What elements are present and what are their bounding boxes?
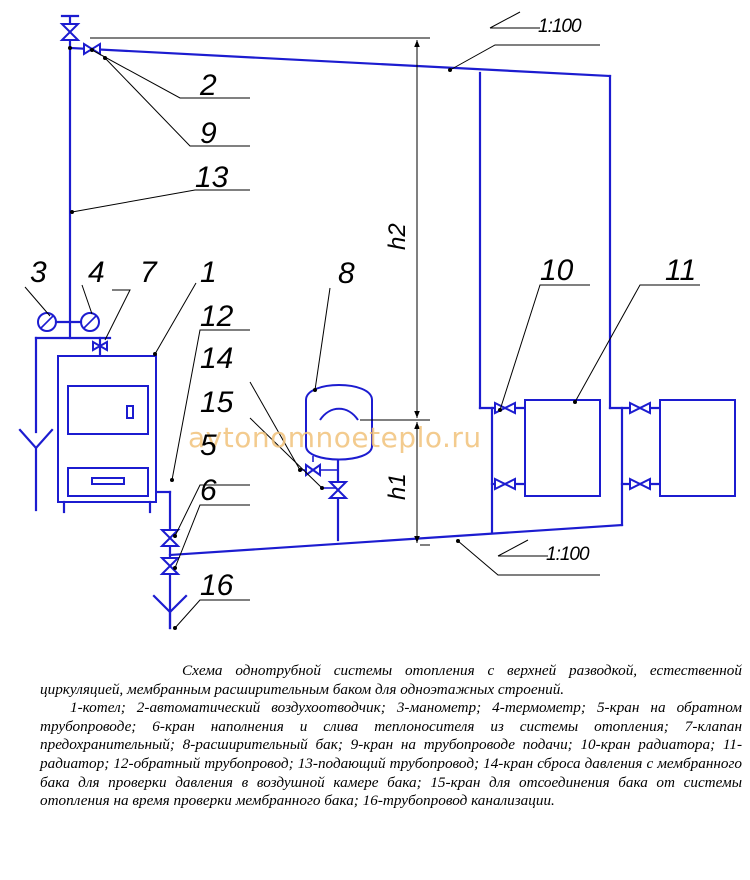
slope-bottom-label: 1:100: [546, 544, 590, 565]
radiator-10: [524, 399, 601, 497]
radiator-valve-bottom-icon: [494, 477, 516, 491]
junction-dots: [68, 46, 577, 630]
gauges: [37, 312, 100, 332]
h2-label: h2: [384, 223, 411, 250]
label-13: 13: [195, 161, 229, 194]
slope-markers: [489, 11, 548, 557]
radiator-valve-top-icon: [494, 401, 516, 415]
radiator-valve-bottom-icon: [629, 477, 651, 491]
label-9: 9: [200, 117, 217, 150]
label-14: 14: [200, 342, 233, 375]
tank-membrane: [319, 407, 359, 421]
pipework: [18, 14, 662, 630]
dimension-lines: [90, 37, 430, 546]
label-16: 16: [200, 569, 234, 602]
return-line-pipe: [168, 523, 624, 557]
boiler-handle: [126, 405, 134, 419]
label-15: 15: [200, 386, 234, 419]
radiator-11: [659, 399, 736, 497]
leader-lines: [24, 44, 700, 629]
air-vent-icon: [60, 14, 80, 26]
caption-legend: 1-котел; 2-автоматический воздухоотводчи…: [40, 699, 742, 810]
expansion-tank: [305, 384, 373, 461]
label-5: 5: [200, 429, 217, 462]
h1-label: h1: [384, 473, 411, 500]
caption-title: Схема однотрубной системы отопления с ве…: [40, 662, 742, 698]
label-6: 6: [200, 474, 217, 507]
slope-top-label: 1:100: [538, 16, 582, 37]
boiler-door: [67, 385, 149, 435]
watermark: avtonomnoeteplo.ru: [188, 421, 482, 454]
label-10: 10: [540, 254, 574, 287]
label-1: 1: [200, 256, 217, 289]
label-7: 7: [140, 256, 158, 289]
boiler: [57, 355, 157, 514]
boiler-ash-handle: [91, 477, 125, 485]
safety-valve-icon: [92, 340, 108, 352]
return-valve-icon: [159, 529, 181, 547]
supply-line-pipe: [68, 46, 612, 78]
label-8: 8: [338, 257, 355, 290]
label-11: 11: [665, 254, 696, 287]
valves: [59, 23, 651, 575]
pressure-release-valve-icon: [305, 463, 321, 477]
component-labels: 2 9 13 3 4 7 1 12 14 15 5 6 16 8 10 11 1…: [30, 16, 696, 602]
radiator-valve-top-icon: [629, 401, 651, 415]
label-12: 12: [200, 300, 234, 333]
heating-system-diagram: avtonomnoeteplo.ru 2 9 13 3 4 7 1 12 14 …: [18, 11, 736, 630]
diagram-caption: Схема однотрубной системы отопления с ве…: [40, 662, 742, 811]
fill-drain-valve-icon: [159, 557, 181, 575]
label-2: 2: [199, 69, 217, 102]
expansion-tank-body: [305, 384, 373, 461]
label-4: 4: [88, 256, 105, 289]
tank-isolation-valve-icon: [327, 481, 349, 499]
air-vent-valve-icon: [59, 23, 81, 41]
label-3: 3: [30, 256, 47, 289]
